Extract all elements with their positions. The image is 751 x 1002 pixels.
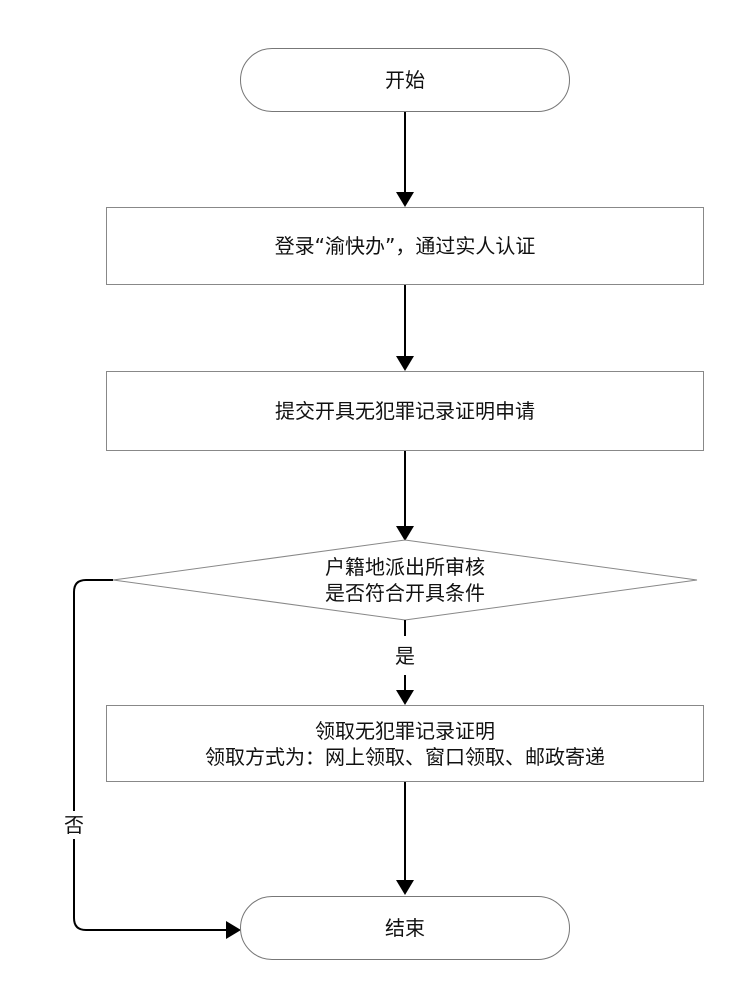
step-login-verify: 登录“渝快办”，通过实人认证 bbox=[106, 207, 704, 285]
arrowhead-decision bbox=[396, 526, 414, 541]
step-submit-application: 提交开具无犯罪记录证明申请 bbox=[106, 371, 704, 451]
start-node: 开始 bbox=[240, 48, 570, 112]
end-label: 结束 bbox=[385, 916, 425, 940]
step-collect-certificate: 领取无犯罪记录证明 领取方式为：网上领取、窗口领取、邮政寄递 bbox=[106, 705, 704, 782]
yes-label: 是 bbox=[395, 644, 415, 668]
decision-text: 户籍地派出所审核 是否符合开具条件 bbox=[250, 552, 560, 608]
connector-no-path bbox=[73, 579, 228, 931]
arrowhead-end bbox=[396, 880, 414, 895]
decision-line1: 户籍地派出所审核 bbox=[325, 555, 485, 579]
step-collect-line1: 领取无犯罪记录证明 bbox=[315, 718, 495, 743]
arrowhead-step3 bbox=[396, 690, 414, 705]
arrowhead-step1 bbox=[396, 192, 414, 207]
step-collect-line2: 领取方式为：网上领取、窗口领取、邮政寄递 bbox=[205, 744, 605, 769]
end-node: 结束 bbox=[240, 896, 570, 960]
start-label: 开始 bbox=[385, 68, 425, 92]
arrowhead-step2 bbox=[396, 356, 414, 371]
step-login-verify-label: 登录“渝快办”，通过实人认证 bbox=[274, 234, 536, 258]
decision-line2: 是否符合开具条件 bbox=[325, 581, 485, 605]
arrowhead-no-path bbox=[226, 921, 241, 939]
step-submit-application-label: 提交开具无犯罪记录证明申请 bbox=[275, 399, 535, 423]
no-label: 否 bbox=[64, 811, 84, 839]
